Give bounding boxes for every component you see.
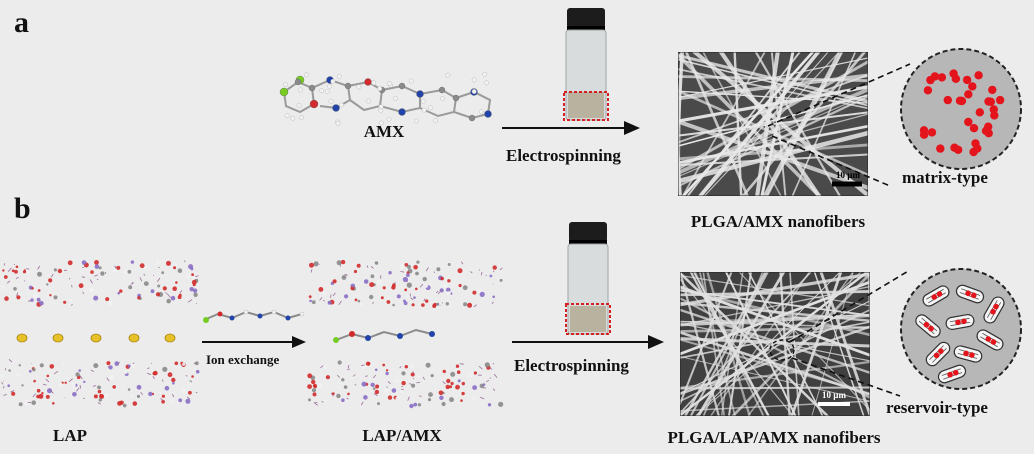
amx-label: AMX (363, 122, 405, 141)
panel-b-letter: b (14, 192, 31, 225)
scale-bar-b: 10 µm (822, 390, 846, 400)
reservoir-type-label: reservoir-type (886, 398, 988, 417)
sem-image-b: 10 µm (680, 272, 870, 416)
matrix-type-label: matrix-type (902, 168, 988, 187)
lap-amx-structure (307, 259, 504, 409)
lap-amx-label: LAP/AMX (362, 426, 442, 445)
matrix-type-circle (900, 48, 1022, 170)
panel-a-letter: a (14, 6, 29, 39)
vial-b-icon (565, 222, 611, 335)
scale-bar-a: 10 µm (836, 170, 860, 180)
ion-exchange-label: Ion exchange (206, 352, 280, 367)
lap-label: LAP (53, 426, 87, 445)
electrospinning-b-label: Electrospinning (514, 356, 629, 375)
amx-small-molecule-icon (203, 309, 305, 323)
reservoir-type-circle (900, 268, 1022, 390)
zoom-lines-a (767, 63, 911, 187)
zoom-lines-b (769, 269, 911, 397)
vial-a-icon (563, 8, 609, 121)
lap-clay-structure (0, 260, 200, 408)
amx-molecule-atoms (279, 71, 492, 126)
arrow-a-icon (502, 121, 640, 135)
electrospinning-a-label: Electrospinning (506, 146, 621, 165)
plga-lap-amx-label: PLGA/LAP/AMX nanofibers (667, 428, 881, 447)
arrow-b-icon (512, 335, 664, 349)
plga-amx-label: PLGA/AMX nanofibers (690, 212, 866, 231)
amx-molecule-icon (279, 71, 492, 126)
arrow-ion-exchange-icon (202, 336, 306, 348)
